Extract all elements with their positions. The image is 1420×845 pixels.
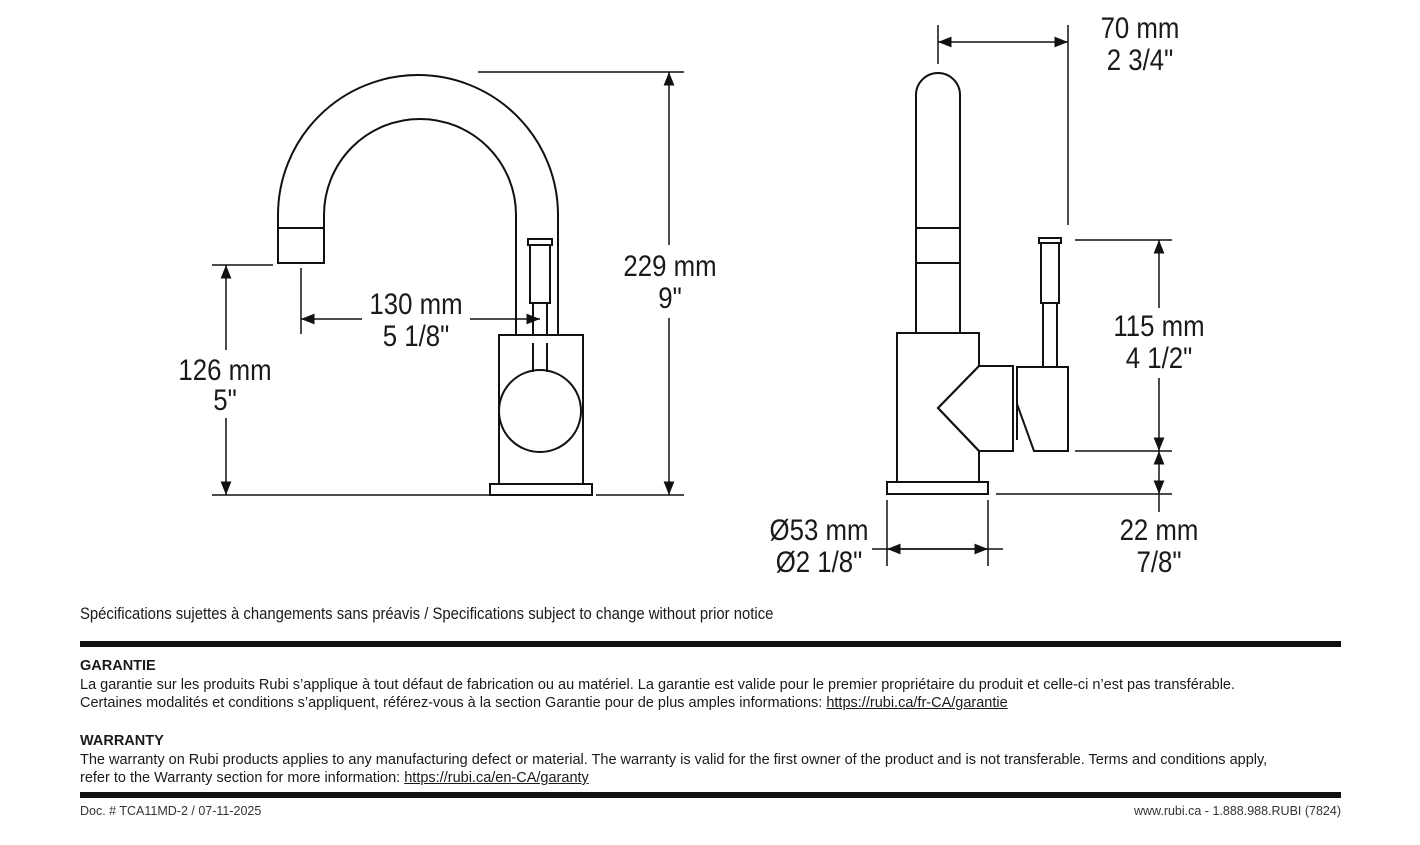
top-divider: [80, 641, 1341, 647]
front-handle-hub: [498, 369, 582, 453]
side-dimension-lines: [872, 25, 1172, 566]
warranty-text-line2: refer to the Warranty section for more i…: [80, 769, 1342, 788]
warranty-heading: WARRANTY: [80, 733, 164, 749]
front-base: [489, 483, 593, 496]
front-aerator: [277, 227, 325, 264]
garantie-link[interactable]: https://rubi.ca/fr-CA/garantie: [826, 695, 1008, 711]
faucet-dimension-drawing: 229 mm 9" 130 mm 5 1/8" 126 mm 5" 70 mm …: [178, 11, 1204, 578]
garantie-text-prefix: Certaines modalités et conditions s’appl…: [80, 695, 827, 711]
spec-change-notice: Spécifications sujettes à changements sa…: [80, 605, 774, 623]
handle-height-metric: 115 mm: [1113, 309, 1204, 342]
spout-height-imperial: 9": [658, 281, 681, 314]
garantie-heading: GARANTIE: [80, 658, 156, 674]
bottom-divider: [80, 792, 1341, 798]
dimension-labels: 229 mm 9" 130 mm 5 1/8" 126 mm 5" 70 mm …: [178, 11, 1204, 578]
side-handle-neck: [1042, 302, 1058, 368]
spout-height-metric: 229 mm: [623, 249, 716, 282]
base-diameter-imperial: Ø2 1/8": [776, 545, 863, 578]
warranty-link[interactable]: https://rubi.ca/en-CA/garanty: [404, 770, 589, 786]
garantie-text-line2: Certaines modalités et conditions s’appl…: [80, 694, 1342, 713]
side-handle-stem: [1040, 242, 1060, 304]
aerator-height-metric: 126 mm: [178, 353, 271, 386]
front-dimension-lines: [212, 71, 684, 496]
front-spout-inner: [323, 118, 517, 335]
garantie-text-line1: La garantie sur les produits Rubi s’appl…: [80, 676, 1236, 693]
side-spout: [915, 72, 961, 333]
side-base: [886, 481, 989, 495]
handle-height-imperial: 4 1/2": [1126, 341, 1193, 374]
front-handle-stem: [529, 244, 551, 304]
document-number: Doc. # TCA11MD-2 / 07-11-2025: [80, 804, 262, 818]
contact-info: www.rubi.ca - 1.888.988.RUBI (7824): [1133, 804, 1341, 818]
base-thickness-metric: 22 mm: [1120, 513, 1199, 546]
garantie-section: GARANTIE La garantie sur les produits Ru…: [80, 657, 1342, 713]
warranty-text-prefix: refer to the Warranty section for more i…: [80, 770, 405, 786]
spout-reach-metric: 130 mm: [369, 287, 462, 320]
base-diameter-metric: Ø53 mm: [770, 513, 869, 546]
side-view: [886, 72, 1069, 495]
warranty-text-line1: The warranty on Rubi products applies to…: [80, 751, 1268, 768]
spout-width-imperial: 2 3/4": [1107, 43, 1174, 76]
front-view: [277, 74, 593, 496]
aerator-height-imperial: 5": [213, 383, 236, 416]
front-spout-outer: [277, 74, 559, 335]
side-handle-block: [1016, 366, 1069, 452]
spout-reach-imperial: 5 1/8": [383, 319, 450, 352]
base-thickness-imperial: 7/8": [1136, 545, 1181, 578]
spout-width-metric: 70 mm: [1101, 11, 1180, 44]
warranty-section: WARRANTY The warranty on Rubi products a…: [80, 732, 1342, 788]
